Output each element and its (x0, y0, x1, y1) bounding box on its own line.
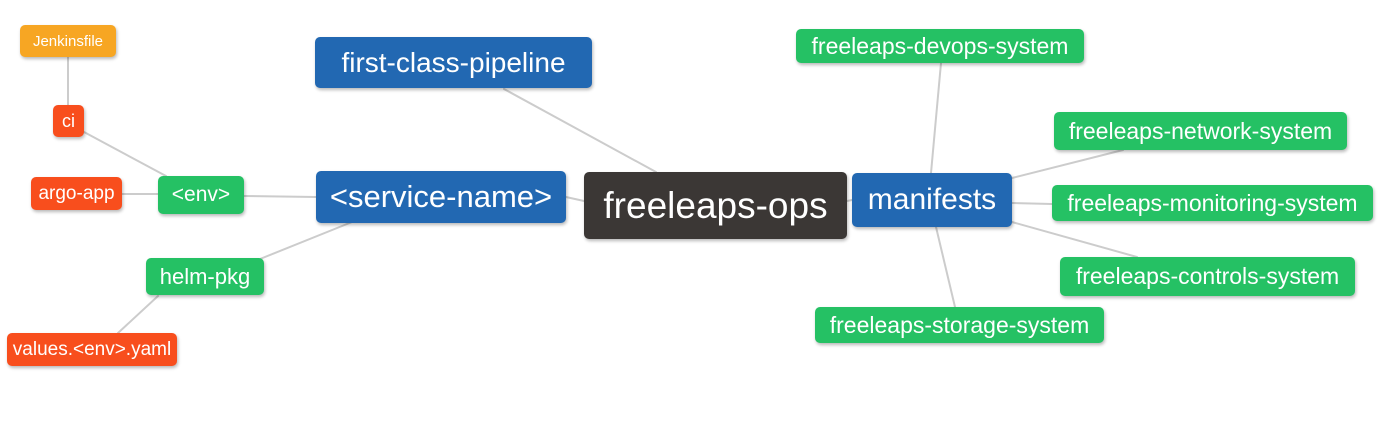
edge-env-to-service-name (243, 195, 317, 198)
node-env[interactable]: <env> (158, 176, 244, 214)
edge-manifests-to-controls-system (1011, 221, 1138, 258)
node-ci[interactable]: ci (53, 105, 84, 137)
node-jenkinsfile[interactable]: Jenkinsfile (20, 25, 116, 57)
edge-helm-pkg-to-service-name (259, 221, 353, 260)
node-freeleaps-monitoring-system[interactable]: freeleaps-monitoring-system (1052, 185, 1373, 221)
node-first-class-pipeline[interactable]: first-class-pipeline (315, 37, 592, 88)
node-argo-app[interactable]: argo-app (31, 177, 122, 210)
edge-values-env-yaml-to-helm-pkg (117, 295, 159, 334)
node-freeleaps-controls-system[interactable]: freeleaps-controls-system (1060, 257, 1355, 296)
node-manifests[interactable]: manifests (852, 173, 1012, 227)
node-values-env-yaml[interactable]: values.<env>.yaml (7, 333, 177, 366)
node-freeleaps-storage-system[interactable]: freeleaps-storage-system (815, 307, 1104, 343)
edge-manifests-to-network-system (1011, 149, 1124, 179)
edge-service-name-to-freeleaps-ops (565, 196, 585, 202)
edge-manifests-to-storage-system (935, 226, 956, 308)
edge-freeleaps-ops-to-manifests (846, 199, 853, 202)
edge-ci-to-env (83, 131, 167, 177)
node-freeleaps-ops[interactable]: freeleaps-ops (584, 172, 847, 239)
edge-first-class-pipeline-to-freeleaps-ops (503, 88, 657, 173)
edge-manifests-to-devops-system (930, 62, 942, 174)
node-freeleaps-devops-system[interactable]: freeleaps-devops-system (796, 29, 1084, 63)
node-helm-pkg[interactable]: helm-pkg (146, 258, 264, 295)
node-service-name[interactable]: <service-name> (316, 171, 566, 223)
node-freeleaps-network-system[interactable]: freeleaps-network-system (1054, 112, 1347, 150)
edge-manifests-to-monitoring-system (1011, 202, 1053, 205)
